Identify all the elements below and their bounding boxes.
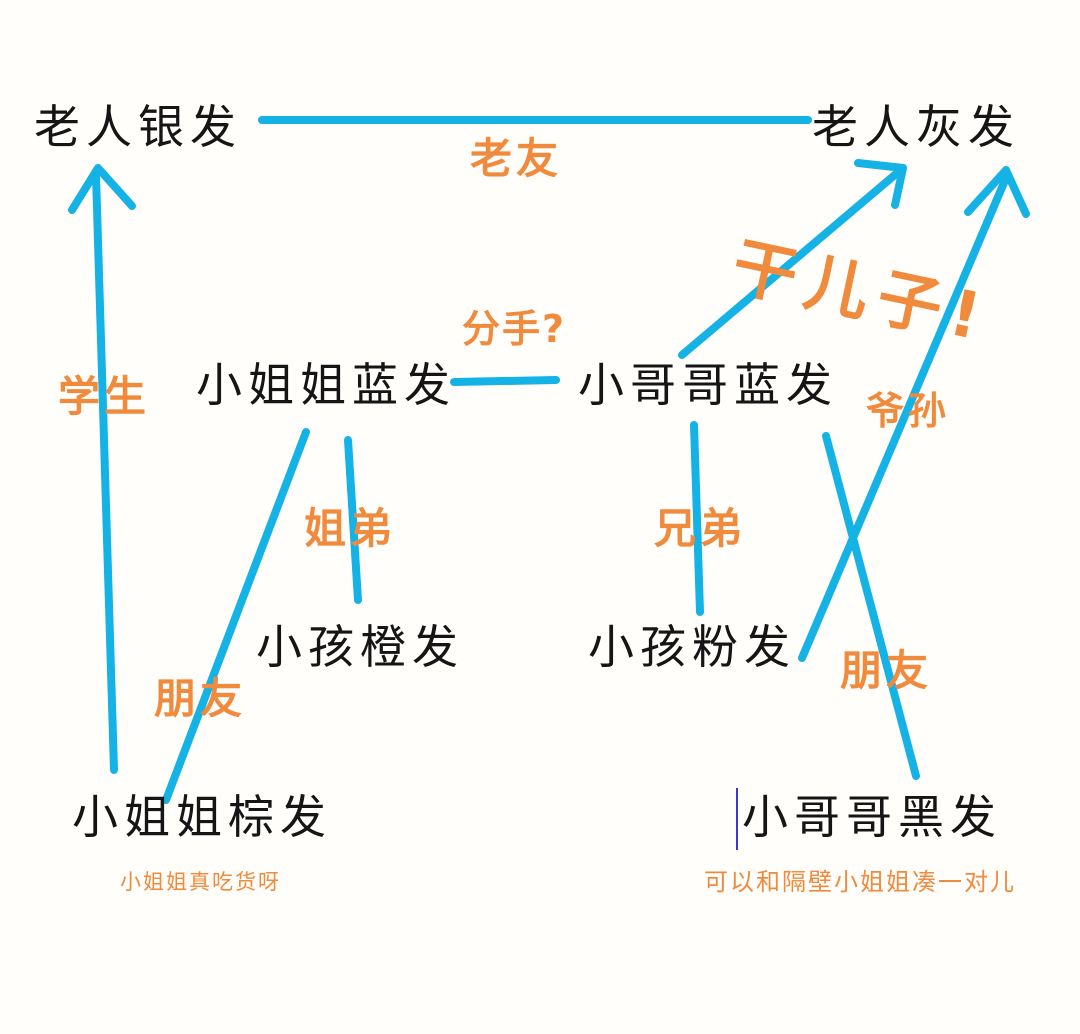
node-old-silver: 老人银发 [34,100,242,154]
node-bro-black: 小哥哥黑发 [742,790,1002,844]
node-kid-orange: 小孩橙发 [256,620,464,674]
edge-student [92,171,118,774]
edge-brothers [690,421,704,616]
arrowhead-adopted-son [854,159,907,209]
edge-friend-right [822,432,920,780]
label-grandpa-grandson: 爷孙 [866,389,951,433]
label-sister-brother: 姐弟 [304,504,397,553]
label-breakup: 分手? [462,307,567,351]
note-miss-brown: 小姐姐真吃货呀 [120,870,281,894]
node-bro-blue: 小哥哥蓝发 [578,358,838,412]
arrowhead-grandpa-grandson [964,166,1030,218]
edge-friend-left [162,428,310,804]
label-friend-left: 朋友 [154,674,247,723]
arrowhead-student [68,164,136,214]
edge-breakup [450,376,560,386]
label-brothers: 兄弟 [654,504,747,553]
node-miss-blue: 小姐姐蓝发 [196,358,456,412]
edge-adopted-son [678,164,907,359]
node-kid-pink: 小孩粉发 [588,620,796,674]
label-student: 学生 [58,372,151,421]
text-cursor [736,788,738,850]
label-old-friends: 老友 [470,134,563,183]
node-old-gray: 老人灰发 [812,100,1020,154]
node-miss-brown: 小姐姐棕发 [72,790,332,844]
edge-grandpa-grandson [798,174,1010,662]
edge-sister-brother [344,436,362,604]
label-friend-right: 朋友 [840,646,933,695]
note-bro-black: 可以和隔壁小姐姐凑一对儿 [704,868,1016,896]
